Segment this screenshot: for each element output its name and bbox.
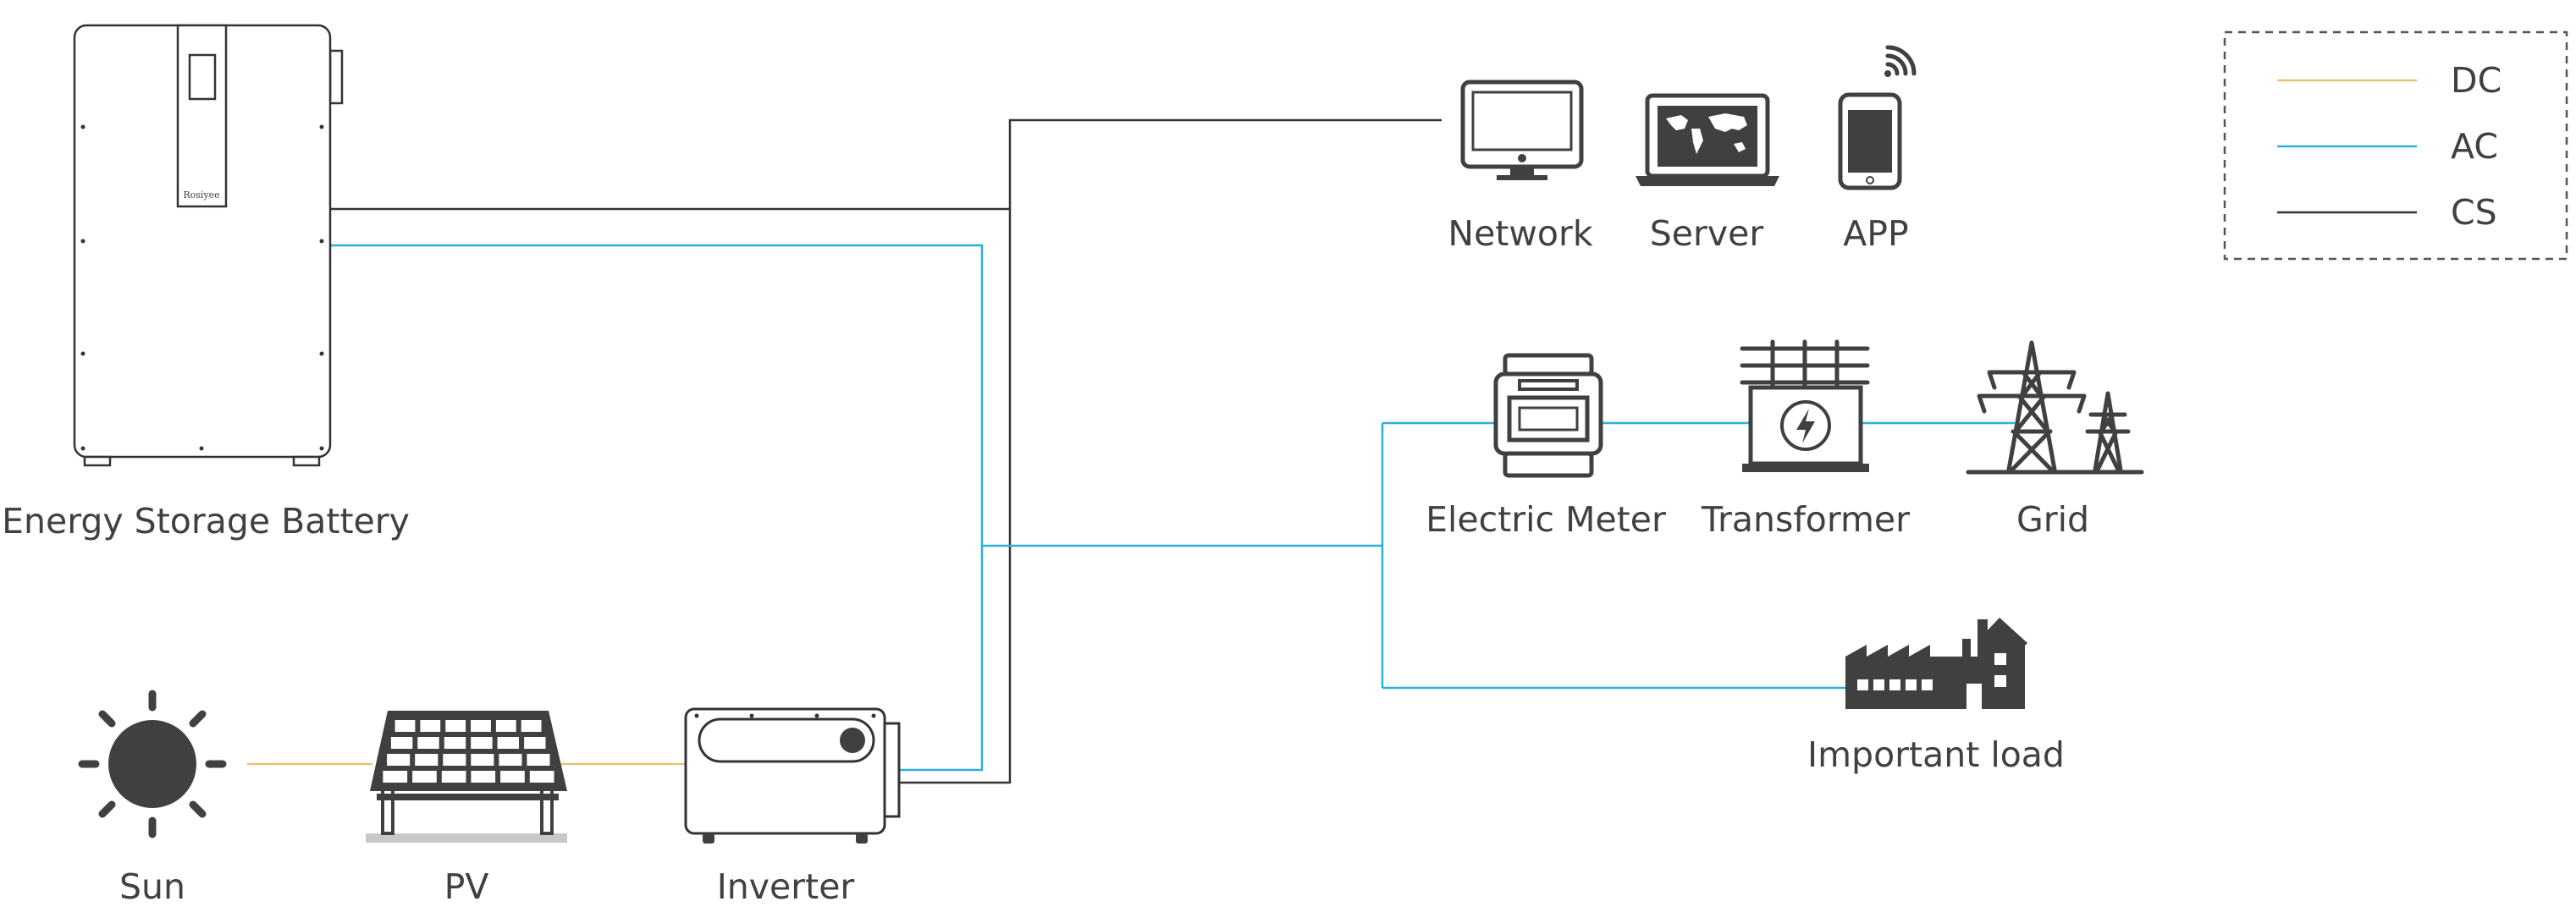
pv-cell (412, 771, 437, 783)
connection-lines (247, 118, 2015, 784)
pv-cell (529, 771, 554, 783)
server-label: Server (1650, 213, 1764, 254)
battery-brand-text: Rosiyee (183, 190, 219, 201)
load-label: Important load (1807, 734, 2065, 775)
smartphone-icon (1838, 92, 1902, 190)
cs-line-to-network (1008, 118, 1442, 209)
pv-cell (394, 720, 416, 732)
legend-label-cs: CS (2451, 192, 2497, 233)
wifi-icon (1884, 45, 1917, 77)
pv-cell (471, 720, 491, 732)
pv-cell (387, 754, 411, 766)
pv-cell (471, 771, 496, 783)
sun-icon (78, 690, 227, 838)
pv-cell (444, 737, 466, 749)
pv-cell (499, 754, 522, 766)
pv-cell (471, 737, 493, 749)
battery-label: Energy Storage Battery (2, 501, 410, 541)
pv-cell (441, 771, 466, 783)
pv-cell (521, 720, 542, 732)
pv-cell (445, 720, 466, 732)
solar-panel-icon (366, 711, 567, 843)
network-label: Network (1448, 213, 1592, 254)
pv-cell (497, 737, 519, 749)
pv-cell (443, 754, 466, 766)
app-label: APP (1843, 213, 1909, 254)
inverter-icon (684, 707, 901, 844)
pv-cell (495, 720, 516, 732)
pv-cell (415, 754, 439, 766)
transformer-label: Transformer (1701, 499, 1910, 540)
sun-label: Sun (119, 866, 185, 907)
battery-cabinet-icon: Rosiyee (73, 24, 344, 467)
monitor-icon (1460, 80, 1584, 180)
legend-label-ac: AC (2451, 126, 2498, 167)
meter-label: Electric Meter (1426, 499, 1666, 540)
electric-meter-icon (1493, 353, 1603, 478)
pv-cell (527, 754, 550, 766)
pv-cell (420, 720, 441, 732)
pv-cell (390, 737, 413, 749)
pv-label: PV (444, 866, 489, 907)
transmission-tower-icon (1966, 340, 2144, 475)
pv-cell (471, 754, 494, 766)
pv-cell (383, 771, 408, 783)
transformer-icon (1740, 339, 1870, 472)
factory-icon (1845, 618, 2027, 709)
pv-cell (524, 737, 546, 749)
legend: DC AC CS (2223, 30, 2568, 261)
pv-cell (500, 771, 525, 783)
inverter-label: Inverter (717, 866, 855, 907)
laptop-icon (1636, 93, 1779, 186)
pv-cell (417, 737, 439, 749)
cs-line-inverter (899, 209, 1012, 784)
legend-label-dc: DC (2451, 60, 2502, 101)
grid-label: Grid (2016, 499, 2089, 540)
ac-line-battery (330, 244, 984, 772)
